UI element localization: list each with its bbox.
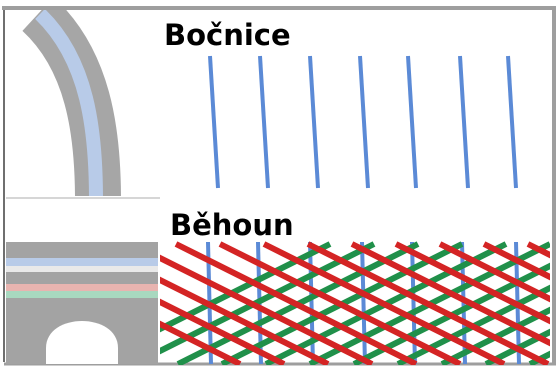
tread-cord-line — [360, 241, 367, 365]
red-belt-line — [350, 241, 550, 347]
red-belt-line — [482, 241, 550, 281]
sidewall-cross-section — [21, 10, 121, 196]
tread-belt-red — [160, 241, 550, 365]
red-belt-line — [438, 241, 550, 303]
sidewall-cord-line — [208, 55, 220, 189]
red-belt-line — [306, 241, 550, 365]
sidewall-cord-layer — [35, 10, 103, 196]
tread-cord-line — [308, 241, 315, 365]
green-belt-line — [440, 306, 550, 365]
tread-layer-pink — [6, 284, 158, 291]
red-belt-line — [394, 241, 550, 325]
sidewall-cord-line — [308, 55, 320, 189]
tread-cord-line — [410, 241, 417, 365]
sidewall-cord-line — [258, 55, 270, 189]
red-belt-line — [160, 254, 374, 365]
tread-inner-cavity — [46, 321, 118, 364]
tread-label: Běhoun — [170, 208, 294, 242]
red-belt-line — [160, 320, 242, 365]
red-belt-line — [218, 241, 462, 365]
sidewall-cord-line — [458, 55, 470, 189]
sidewall-label: Bočnice — [164, 18, 291, 52]
red-belt-line — [174, 241, 418, 365]
tread-cross-section — [6, 242, 158, 364]
tread-belt-pattern — [160, 241, 550, 365]
red-belt-line — [262, 241, 506, 365]
green-belt-line — [484, 328, 550, 365]
tread-layer-mint — [6, 291, 158, 298]
sidewall-cords — [208, 55, 518, 189]
red-belt-line — [160, 276, 330, 365]
sidewall-cord-line — [406, 55, 418, 189]
red-belt-line — [160, 298, 286, 365]
tread-layer-blue — [6, 258, 158, 266]
sidewall-cord-line — [506, 55, 518, 189]
tread-layer-white — [6, 266, 158, 272]
sidewall-cord-line — [358, 55, 370, 189]
